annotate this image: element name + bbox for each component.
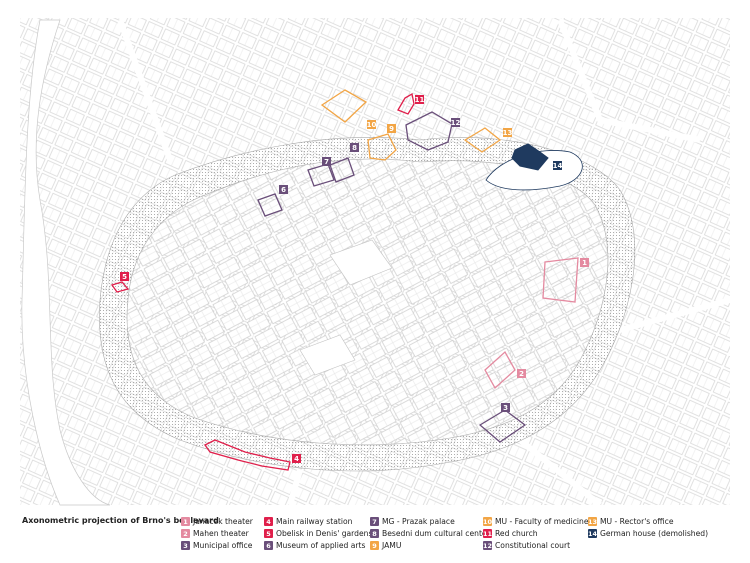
legend-item: 4 Main railway station	[264, 516, 372, 527]
square	[299, 334, 356, 376]
legend-item: 7 MG - Prazak palace	[370, 516, 490, 527]
svg-text:3: 3	[503, 404, 508, 412]
legend-label: Museum of applied arts	[276, 541, 366, 550]
svg-text:1: 1	[582, 259, 587, 267]
legend-item: 12 Constitutional court	[483, 540, 589, 551]
legend-swatch: 3	[181, 541, 190, 550]
landmark-6-museum-of-applied-arts: 6	[257, 185, 288, 217]
svg-text:5: 5	[122, 273, 127, 281]
legend-label: MG - Prazak palace	[382, 517, 455, 526]
legend-label: Obelisk in Denis' gardens	[276, 529, 373, 538]
legend-item: 10 MU - Faculty of medicine	[483, 516, 589, 527]
landmark-1-janacek-theater: 1	[542, 257, 589, 303]
legend-swatch: 4	[264, 517, 273, 526]
legend-column-4: 10 MU - Faculty of medicine 11 Red churc…	[483, 516, 589, 552]
svg-text:8: 8	[352, 144, 357, 152]
landmark-4-main-railway-station: 4	[204, 439, 301, 471]
legend-label: Besedni dum cultural center	[382, 529, 490, 538]
svg-text:9: 9	[389, 125, 394, 133]
legend-swatch: 14	[587, 529, 598, 538]
legend-column-2: 4 Main railway station 5 Obelisk in Deni…	[264, 516, 372, 552]
legend-swatch: 8	[370, 529, 379, 538]
legend-label: Mahen theater	[193, 529, 249, 538]
legend-item: 13 MU - Rector's office	[588, 516, 708, 527]
legend-label: Red church	[495, 529, 538, 538]
landmark-9-jamu: 9	[367, 124, 397, 161]
legend-item: 9 JAMU	[370, 540, 490, 551]
landmark-10-faculty-of-medicine: 10	[320, 89, 377, 129]
landmark-13-rectors-office: 13	[463, 127, 513, 153]
legend-swatch: 10	[482, 517, 493, 526]
axonometric-map: 1 2 3 4 5 6 7 8 9 10	[20, 18, 731, 508]
legend-item: 2 Mahen theater	[181, 528, 253, 539]
landmark-11-red-church: 11	[397, 92, 425, 115]
legend-label: JAMU	[382, 541, 402, 550]
legend-label: MU - Faculty of medicine	[495, 517, 589, 526]
svg-text:10: 10	[367, 121, 377, 129]
legend-item: 8 Besedni dum cultural center	[370, 528, 490, 539]
legend-label: German house (demolished)	[600, 529, 709, 538]
legend-column-1: 1 Janacek theater 2 Mahen theater 3 Muni…	[181, 516, 253, 552]
svg-text:7: 7	[324, 158, 329, 166]
svg-text:4: 4	[294, 455, 299, 463]
legend-column-5: 13 MU - Rector's office 14 German house …	[588, 516, 708, 540]
legend-swatch: 5	[264, 529, 273, 538]
svg-text:13: 13	[503, 129, 513, 137]
landmark-2-mahen-theater: 2	[484, 350, 526, 390]
legend-item: 14 German house (demolished)	[588, 528, 708, 539]
legend-label: MU - Rector's office	[600, 517, 674, 526]
legend-item: 3 Municipal office	[181, 540, 253, 551]
map-caption: Axonometric projection of Brno's bouleva…	[22, 516, 219, 525]
svg-text:12: 12	[451, 119, 461, 127]
legend-swatch: 9	[370, 541, 379, 550]
legend-swatch: 1	[181, 517, 190, 526]
svg-text:2: 2	[519, 370, 524, 378]
landmark-8-besedni-dum: 8	[329, 143, 359, 183]
legend-swatch: 12	[482, 541, 493, 550]
landmark-14-german-house: 14	[485, 143, 583, 191]
landmark-7-prazak-palace: 7	[307, 157, 335, 187]
landmark-3-municipal-office: 3	[478, 403, 527, 443]
legend-label: Main railway station	[276, 517, 353, 526]
svg-text:6: 6	[281, 186, 286, 194]
svg-text:11: 11	[415, 96, 425, 104]
legend-label: Municipal office	[193, 541, 253, 550]
landmark-12-constitutional-court: 12	[405, 111, 461, 151]
svg-text:14: 14	[553, 162, 563, 170]
legend-item: 5 Obelisk in Denis' gardens	[264, 528, 372, 539]
square	[329, 239, 393, 286]
legend-swatch: 2	[181, 529, 190, 538]
city-centre-fabric	[126, 158, 609, 446]
legend-item: 6 Museum of applied arts	[264, 540, 372, 551]
legend-column-3: 7 MG - Prazak palace 8 Besedni dum cultu…	[370, 516, 490, 552]
legend-swatch: 11	[482, 529, 493, 538]
legend-item: 1 Janacek theater	[181, 516, 253, 527]
legend-swatch: 6	[264, 541, 273, 550]
legend-swatch: 7	[370, 517, 379, 526]
legend-swatch: 13	[587, 517, 598, 526]
legend-label: Constitutional court	[495, 541, 571, 550]
legend-item: 11 Red church	[483, 528, 589, 539]
landmark-5-obelisk: 5	[110, 272, 130, 293]
legend-label: Janacek theater	[193, 517, 253, 526]
